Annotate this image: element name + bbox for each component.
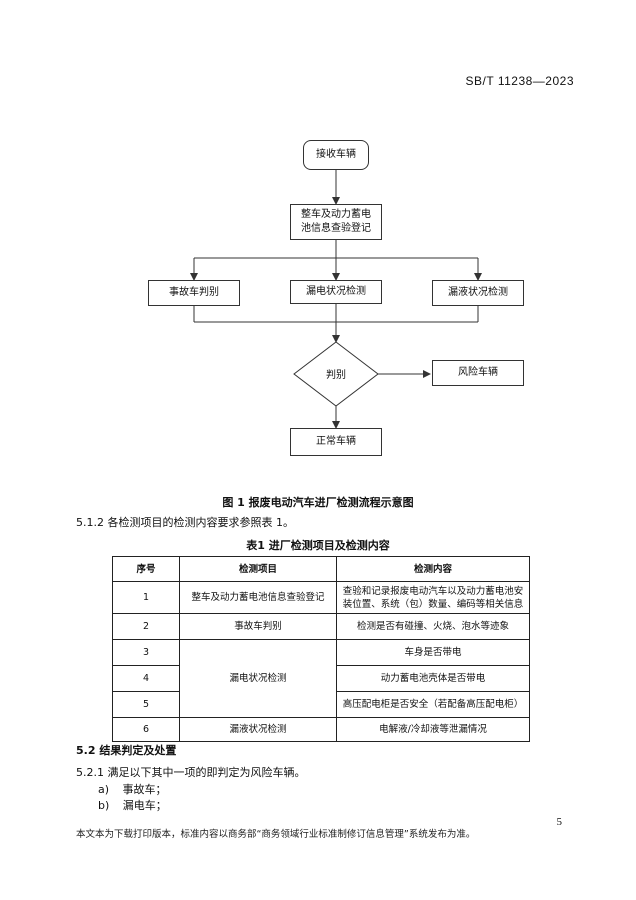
cell-item: 事故车判别 bbox=[179, 613, 337, 640]
cell-item: 漏液状况检测 bbox=[179, 717, 337, 742]
list-item: a) 事故车； bbox=[98, 781, 167, 797]
figure-caption: 图 1 报废电动汽车进厂检测流程示意图 bbox=[222, 496, 414, 509]
cell-no: 6 bbox=[112, 717, 180, 742]
cell-no: 5 bbox=[112, 691, 180, 718]
list-marker: b) bbox=[98, 799, 110, 812]
flow-register-info: 整车及动力蓄电池信息查验登记 bbox=[290, 204, 382, 240]
flow-decision-label: 判别 bbox=[326, 370, 346, 381]
list-item: b) 漏电车； bbox=[98, 797, 167, 813]
flowchart-connectors bbox=[190, 170, 482, 429]
flow-start-receive-vehicle: 接收车辆 bbox=[303, 140, 369, 170]
flow-risk-vehicle: 风险车辆 bbox=[432, 360, 524, 386]
document-code: SB/T 11238—2023 bbox=[465, 74, 574, 88]
list-text: 事故车； bbox=[122, 783, 167, 796]
cell-no: 3 bbox=[112, 639, 180, 666]
col-header-no: 序号 bbox=[112, 556, 180, 582]
cell-content: 电解液/冷却液等泄漏情况 bbox=[336, 717, 530, 742]
table-row: 4 动力蓄电池壳体是否带电 bbox=[112, 665, 530, 692]
flow-accident-check: 事故车判别 bbox=[148, 280, 240, 306]
list-marker: a) bbox=[98, 783, 110, 796]
page-number: 5 bbox=[556, 816, 563, 828]
table-row: 2 事故车判别 检测是否有碰撞、火烧、泡水等迹象 bbox=[112, 613, 530, 640]
decision-diamond bbox=[293, 341, 379, 407]
flow-leakage-electric-check: 漏电状况检测 bbox=[290, 280, 382, 304]
section-heading-5-2: 5.2 结果判定及处置 bbox=[76, 744, 177, 757]
cell-content: 动力蓄电池壳体是否带电 bbox=[336, 665, 530, 692]
table-row: 6 漏液状况检测 电解液/冷却液等泄漏情况 bbox=[112, 717, 530, 742]
flow-leakage-liquid-check: 漏液状况检测 bbox=[432, 280, 524, 306]
table-row: 3 漏电状况检测 车身是否带电 bbox=[112, 639, 530, 718]
table-caption: 表1 进厂检测项目及检测内容 bbox=[246, 539, 390, 552]
cell-item: 漏电状况检测 bbox=[179, 639, 337, 718]
table-header-row: 序号 检测项目 检测内容 bbox=[112, 556, 530, 582]
list-text: 漏电车； bbox=[122, 799, 167, 812]
paragraph-5-2-1: 5.2.1 满足以下其中一项的即判定为风险车辆。 bbox=[76, 766, 306, 779]
cell-content: 检测是否有碰撞、火烧、泡水等迹象 bbox=[336, 613, 530, 640]
paragraph-5-1-2: 5.1.2 各检测项目的检测内容要求参照表 1。 bbox=[76, 516, 294, 529]
table-row: 1 整车及动力蓄电池信息查验登记 查验和记录报废电动汽车以及动力蓄电池安装位置、… bbox=[112, 581, 530, 614]
cell-no: 1 bbox=[112, 581, 180, 614]
col-header-item: 检测项目 bbox=[179, 556, 337, 582]
inspection-table: 序号 检测项目 检测内容 1 整车及动力蓄电池信息查验登记 查验和记录报废电动汽… bbox=[112, 556, 530, 742]
cell-no: 2 bbox=[112, 613, 180, 640]
cell-content: 高压配电柜是否安全（若配备高压配电柜） bbox=[336, 691, 530, 718]
cell-content: 查验和记录报废电动汽车以及动力蓄电池安装位置、系统（包）数量、编码等相关信息 bbox=[336, 581, 530, 614]
cell-item: 整车及动力蓄电池信息查验登记 bbox=[179, 581, 337, 614]
footer-note: 本文本为下载打印版本，标准内容以商务部“商务领域行业标准制修订信息管理”系统发布… bbox=[76, 829, 476, 840]
cell-no: 4 bbox=[112, 665, 180, 692]
flow-normal-vehicle: 正常车辆 bbox=[290, 428, 382, 456]
cell-content: 车身是否带电 bbox=[336, 639, 530, 666]
col-header-content: 检测内容 bbox=[336, 556, 530, 582]
